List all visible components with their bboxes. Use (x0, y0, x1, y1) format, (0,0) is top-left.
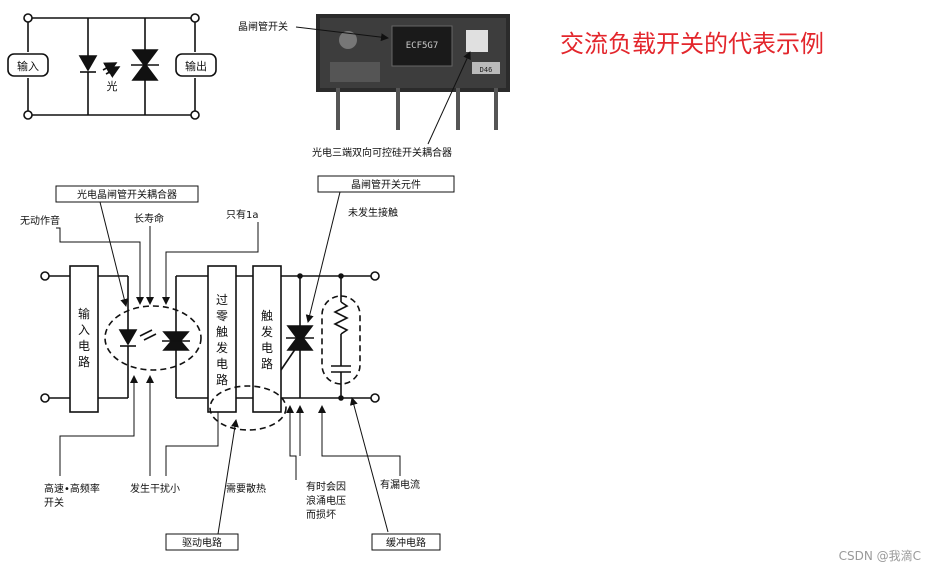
no-sound-callout: 无动作音 (20, 214, 60, 227)
high-speed-callout-line2: 开关 (44, 496, 64, 509)
only-1a-callout: 只有1a (226, 208, 259, 221)
high-speed-callout-line1: 高速•高频率 (44, 482, 100, 495)
svg-text:过: 过 (216, 293, 228, 307)
noise-small-callout: 发生干扰小 (130, 482, 180, 495)
trigger-block-label: 触 发 电 路 (261, 309, 273, 371)
leakage-callout: 有漏电流 (380, 478, 420, 491)
svg-text:路: 路 (216, 372, 228, 387)
thyristor-switch-label: 晶闸管开关 (238, 20, 288, 33)
svg-text:触: 触 (261, 309, 273, 323)
input-label: 输入 (17, 59, 39, 73)
chip-text: ECF5G7 (406, 41, 439, 51)
svg-text:零: 零 (216, 309, 228, 323)
svg-text:触: 触 (216, 325, 228, 339)
svg-text:入: 入 (78, 323, 90, 337)
switch-element-callout: 晶闸管开关元件 (351, 178, 421, 191)
main-circuit (40, 265, 380, 431)
svg-text:输: 输 (78, 306, 90, 321)
svg-text:电: 电 (216, 357, 228, 371)
svg-text:发: 发 (261, 324, 273, 339)
svg-text:发: 发 (216, 340, 228, 355)
snubber-circuit-callout: 缓冲电路 (386, 536, 426, 549)
input-circuit-block-label: 输 入 电 路 (78, 306, 90, 369)
watermark: CSDN @我滴C (838, 549, 921, 563)
surge-callout-line3: 而损坏 (306, 508, 336, 521)
svg-text:电: 电 (261, 341, 273, 355)
heat-callout: 需要散热 (226, 482, 266, 495)
surge-callout-line2: 浪涌电压 (306, 494, 346, 507)
switch-element-callout-box (317, 175, 455, 193)
svg-text:路: 路 (261, 356, 273, 371)
drive-circuit-box (165, 533, 239, 551)
drive-circuit-callout: 驱动电路 (182, 536, 222, 549)
simple-coupler-diagram (7, 13, 217, 120)
output-label: 输出 (185, 59, 207, 73)
coupler-callout-box (55, 185, 199, 203)
coupler-photo-label: 光电三端双向可控硅开关耦合器 (312, 146, 452, 159)
no-contact-callout: 未发生接触 (348, 206, 398, 219)
page-title: 交流负载开关的代表示例 (560, 30, 824, 58)
snubber-circuit-box (371, 533, 441, 551)
chip-code: D46 (480, 66, 493, 74)
module-photo: ECF5G7 D46 (316, 14, 510, 130)
zero-cross-block-label: 过 零 触 发 电 路 (216, 293, 228, 387)
long-life-callout: 长寿命 (134, 212, 164, 225)
coupler-callout: 光电晶闸管开关耦合器 (77, 188, 177, 201)
light-label: 光 (107, 79, 118, 93)
svg-text:电: 电 (78, 339, 90, 353)
svg-text:路: 路 (78, 354, 90, 369)
surge-callout-line1: 有时会因 (306, 480, 346, 493)
